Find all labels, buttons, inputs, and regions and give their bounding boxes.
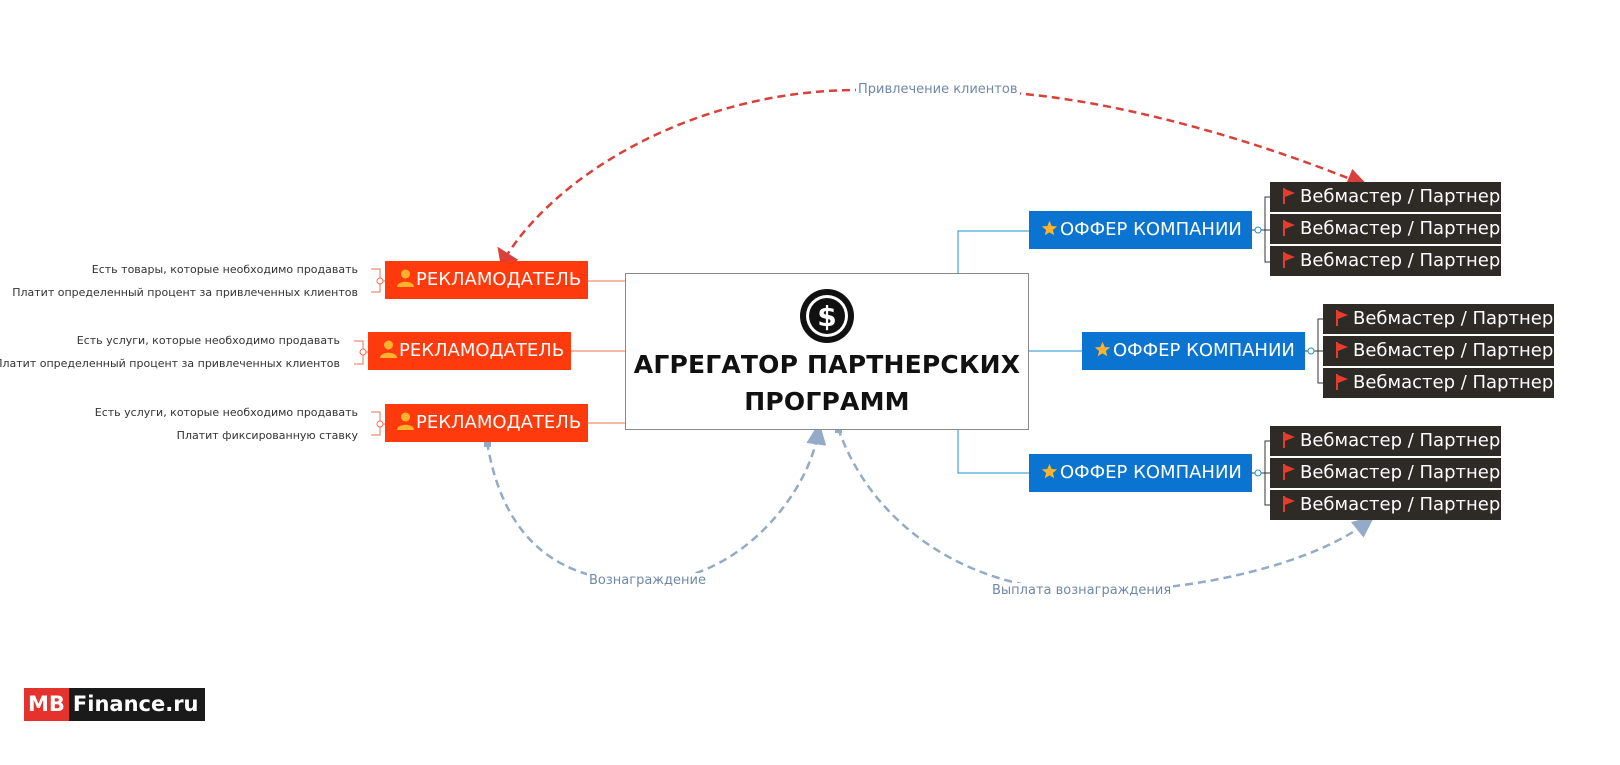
attract-label: Привлечение клиентов	[856, 82, 1020, 97]
payout-label: Выплата вознаграждения	[990, 583, 1174, 598]
advertiser-3-note-1: Есть услуги, которые необходимо продават…	[94, 406, 358, 419]
reward-curve	[485, 422, 827, 584]
webmaster-node[interactable]: Вебмастер / Партнер	[1270, 246, 1501, 276]
advertiser-node-3[interactable]: РЕКЛАМОДАТЕЛЬ	[385, 404, 588, 442]
webmaster-label: Вебмастер / Партнер	[1353, 340, 1554, 361]
attract-curve	[503, 88, 1360, 259]
offer-node-3[interactable]: ОФФЕР КОМПАНИИ	[1029, 454, 1252, 492]
aggregator-title-line2: ПРОГРАММ	[744, 387, 910, 416]
offer-label: ОФФЕР КОМПАНИИ	[1060, 219, 1242, 240]
payout-curve	[836, 427, 1375, 593]
advertiser-node-2[interactable]: РЕКЛАМОДАТЕЛЬ	[368, 332, 571, 370]
offer-label: ОФФЕР КОМПАНИИ	[1113, 340, 1295, 361]
offer-node-2[interactable]: ОФФЕР КОМПАНИИ	[1082, 332, 1305, 370]
webmaster-connectors	[1252, 196, 1323, 506]
webmaster-label: Вебмастер / Партнер	[1300, 494, 1501, 515]
svg-text:$: $	[817, 300, 836, 333]
dollar-icon: $	[800, 289, 854, 343]
person-icon	[397, 412, 414, 430]
webmaster-node[interactable]: Вебмастер / Партнер	[1323, 368, 1554, 398]
offer-label: ОФФЕР КОМПАНИИ	[1060, 462, 1242, 483]
webmaster-node[interactable]: Вебмастер / Партнер	[1270, 182, 1501, 212]
webmaster-label: Вебмастер / Партнер	[1300, 186, 1501, 207]
aggregator-title: АГРЕГАТОР ПАРТНЕРСКИХ ПРОГРАММ	[626, 346, 1028, 420]
flag-icon	[1336, 342, 1348, 358]
webmaster-node[interactable]: Вебмастер / Партнер	[1270, 458, 1501, 488]
person-icon	[380, 340, 397, 358]
flag-icon	[1283, 220, 1295, 236]
webmaster-label: Вебмастер / Партнер	[1300, 250, 1501, 271]
webmaster-node[interactable]: Вебмастер / Партнер	[1270, 490, 1501, 520]
flag-icon	[1283, 188, 1295, 204]
advertiser-label: РЕКЛАМОДАТЕЛЬ	[399, 340, 565, 361]
star-icon	[1041, 220, 1058, 236]
logo-finance: Finance.ru	[68, 688, 205, 721]
webmaster-node[interactable]: Вебмастер / Партнер	[1323, 304, 1554, 334]
webmaster-node[interactable]: Вебмастер / Партнер	[1270, 214, 1501, 244]
webmaster-label: Вебмастер / Партнер	[1353, 308, 1554, 329]
star-icon	[1041, 463, 1058, 479]
logo-mb: MB	[24, 688, 69, 721]
flag-icon	[1283, 464, 1295, 480]
flag-icon	[1283, 252, 1295, 268]
flag-icon	[1336, 310, 1348, 326]
advertiser-1-note-2: Платит определенный процент за привлечен…	[12, 286, 358, 299]
webmaster-label: Вебмастер / Партнер	[1353, 372, 1554, 393]
flag-icon	[1336, 374, 1348, 390]
advertiser-3-note-2: Платит фиксированную ставку	[176, 429, 358, 442]
aggregator-title-line1: АГРЕГАТОР ПАРТНЕРСКИХ	[633, 350, 1021, 379]
offer-connectors	[957, 230, 1082, 474]
webmaster-label: Вебмастер / Партнер	[1300, 462, 1501, 483]
attract-arrow-start	[497, 246, 519, 271]
advertiser-node-1[interactable]: РЕКЛАМОДАТЕЛЬ	[385, 261, 588, 299]
advertiser-2-note-1: Есть услуги, которые необходимо продават…	[76, 334, 340, 347]
webmaster-node[interactable]: Вебмастер / Партнер	[1270, 426, 1501, 456]
webmaster-node[interactable]: Вебмастер / Партнер	[1323, 336, 1554, 366]
flag-icon	[1283, 432, 1295, 448]
advertiser-2-note-2: Платит определенный процент за привлечен…	[0, 357, 340, 370]
advertiser-label: РЕКЛАМОДАТЕЛЬ	[416, 412, 582, 433]
flag-icon	[1283, 496, 1295, 512]
offer-node-1[interactable]: ОФФЕР КОМПАНИИ	[1029, 211, 1252, 249]
advertiser-label: РЕКЛАМОДАТЕЛЬ	[416, 269, 582, 290]
star-icon	[1094, 341, 1111, 357]
advertiser-connectors	[354, 268, 625, 436]
reward-start-marker	[484, 440, 491, 447]
advertiser-1-note-1: Есть товары, которые необходимо продават…	[91, 263, 358, 276]
aggregator-node[interactable]: $ АГРЕГАТОР ПАРТНЕРСКИХ ПРОГРАММ	[625, 273, 1029, 430]
webmaster-label: Вебмастер / Партнер	[1300, 430, 1501, 451]
reward-label: Вознаграждение	[587, 573, 708, 588]
webmaster-label: Вебмастер / Партнер	[1300, 218, 1501, 239]
person-icon	[397, 269, 414, 287]
